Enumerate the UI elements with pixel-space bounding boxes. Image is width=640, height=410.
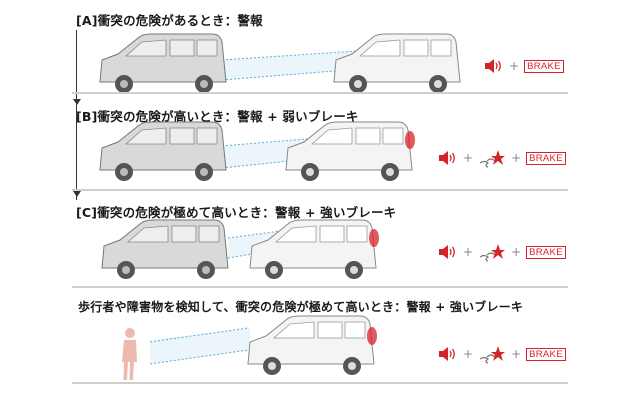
brake-jolt-icon	[478, 344, 506, 364]
speaker-sound-icon	[438, 244, 458, 260]
scenario-b-response-icons: + + BRAKE	[438, 148, 566, 168]
brake-lamp-icon: BRAKE	[526, 347, 566, 361]
brake-lamp-icon: BRAKE	[526, 245, 566, 259]
plus-sign: +	[463, 347, 474, 361]
speaker-sound-icon	[438, 346, 458, 362]
scenario-d-illustration	[122, 315, 377, 380]
front-car	[333, 33, 461, 93]
brake-lamp-icon: BRAKE	[524, 59, 564, 73]
brake-lamp-icon: BRAKE	[526, 151, 566, 165]
plus-sign: +	[511, 151, 522, 165]
scenario-b-scene: + + BRAKE	[0, 116, 640, 216]
scenario-d-heading: 歩行者や障害物を検知して、衝突の危険が極めて高いとき：警報 + 強いブレーキ	[78, 300, 524, 314]
front-car	[285, 121, 415, 181]
plus-sign: +	[509, 59, 520, 73]
plus-sign: +	[511, 347, 522, 361]
speaker-sound-icon	[438, 150, 458, 166]
road-line	[72, 286, 568, 288]
brake-light-glow	[405, 131, 415, 149]
scenario-c-scene: + + BRAKE	[0, 212, 640, 312]
scenario-c-heading: [C]衝突の危険が極めて高いとき：警報 + 強いブレーキ	[76, 205, 397, 220]
road-line	[72, 189, 568, 191]
flow-line	[76, 30, 77, 200]
scenario-a-scene: + BRAKE	[0, 20, 640, 120]
front-car	[249, 219, 379, 279]
flow-arrow-down	[72, 191, 81, 197]
rear-car	[99, 33, 227, 93]
brake-light-glow	[367, 327, 377, 345]
scenario-a-response-icons: + BRAKE	[484, 56, 564, 76]
scenario-c-illustration	[101, 219, 379, 279]
rear-car	[101, 219, 229, 279]
collision-warning-diagram: [A]衝突の危険があるとき：警報	[0, 13, 640, 384]
scenario-b-illustration	[99, 121, 415, 181]
scenario-a-illustration	[99, 33, 461, 93]
flow-arrow-down	[72, 99, 81, 105]
rear-car	[99, 121, 227, 181]
scenario-a-heading: [A]衝突の危険があるとき：警報	[76, 13, 263, 28]
road-line	[72, 92, 568, 94]
plus-sign: +	[463, 245, 474, 259]
brake-light-glow	[369, 229, 379, 247]
pedestrian	[122, 328, 137, 380]
scenario-c-response-icons: + + BRAKE	[438, 242, 566, 262]
plus-sign: +	[463, 151, 474, 165]
scenario-d-response-icons: + + BRAKE	[438, 344, 566, 364]
scenario-b-heading: [B]衝突の危険が高いとき：警報 + 弱いブレーキ	[76, 109, 359, 124]
brake-jolt-icon	[478, 242, 506, 262]
brake-jolt-icon	[478, 148, 506, 168]
scenario-d-scene: + + BRAKE	[0, 310, 640, 410]
car	[247, 315, 377, 375]
road-line	[72, 382, 568, 384]
speaker-sound-icon	[484, 58, 504, 74]
plus-sign: +	[511, 245, 522, 259]
